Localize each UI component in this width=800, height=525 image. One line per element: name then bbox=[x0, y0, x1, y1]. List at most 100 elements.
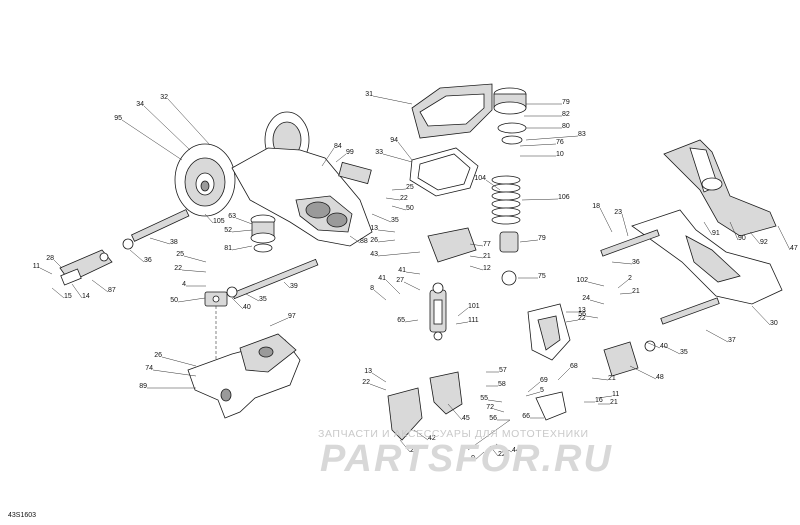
leader-line bbox=[335, 153, 347, 163]
callout-number: 47 bbox=[790, 245, 798, 252]
callout-number: 81 bbox=[224, 245, 232, 252]
leader-line bbox=[611, 261, 633, 265]
leader-line bbox=[373, 289, 387, 301]
leader-line bbox=[413, 429, 429, 441]
callout-number: 21 bbox=[608, 375, 616, 382]
leader-line bbox=[403, 281, 421, 291]
rear-support-block bbox=[603, 341, 639, 377]
rear-frame-arm bbox=[631, 209, 783, 305]
callout-number: 39 bbox=[290, 283, 298, 290]
leader-line bbox=[385, 197, 401, 201]
center-frame bbox=[231, 147, 373, 247]
callout-number: 69 bbox=[540, 377, 548, 384]
callout-number: 90 bbox=[738, 235, 746, 242]
callout-number: 106 bbox=[558, 194, 570, 201]
leader-line bbox=[167, 98, 211, 146]
leader-line bbox=[377, 251, 421, 257]
callout-number: 66 bbox=[522, 413, 530, 420]
intake-gasket bbox=[409, 147, 479, 197]
leader-line bbox=[372, 95, 413, 105]
valve-unit bbox=[499, 231, 519, 286]
callout-number: 31 bbox=[365, 91, 373, 98]
callout-number: 11 bbox=[33, 263, 40, 270]
leader-line bbox=[587, 281, 605, 287]
rear-shafts bbox=[600, 229, 720, 352]
leader-line bbox=[321, 147, 335, 167]
leader-line bbox=[469, 243, 484, 247]
leader-line bbox=[231, 245, 253, 251]
callout-number: 38 bbox=[170, 239, 178, 246]
callout-number: 35 bbox=[680, 349, 688, 356]
callout-number: 91 bbox=[712, 230, 720, 237]
leader-line bbox=[245, 293, 260, 302]
leader-line bbox=[397, 141, 413, 161]
callout-number: 42 bbox=[428, 435, 436, 442]
leader-line bbox=[391, 205, 407, 211]
callout-number: 11 bbox=[612, 391, 619, 398]
leader-line bbox=[53, 259, 63, 269]
leader-line bbox=[51, 287, 65, 299]
callout-number: 26 bbox=[370, 237, 378, 244]
callout-number: 9 bbox=[471, 455, 475, 462]
callout-number: 79 bbox=[562, 99, 570, 106]
callout-number: 22 bbox=[498, 451, 506, 458]
leader-line bbox=[349, 235, 361, 244]
leader-line bbox=[177, 297, 206, 303]
leader-line bbox=[525, 391, 541, 397]
callout-number: 13 bbox=[370, 225, 378, 232]
leader-line bbox=[235, 217, 253, 225]
callout-number: 8 bbox=[370, 285, 374, 292]
callout-number: 87 bbox=[108, 287, 116, 294]
leader-line bbox=[585, 315, 599, 319]
callout-number: 24 bbox=[582, 295, 590, 302]
callout-number: 75 bbox=[538, 273, 546, 280]
callout-number: 57 bbox=[499, 367, 507, 374]
callout-number: 37 bbox=[728, 337, 736, 344]
leader-line bbox=[645, 341, 661, 349]
leader-line bbox=[91, 279, 109, 293]
callout-number: 88 bbox=[360, 238, 368, 245]
valve-cover bbox=[411, 83, 493, 139]
leader-line bbox=[619, 292, 633, 295]
leader-line bbox=[729, 221, 739, 241]
callout-number: 27 bbox=[396, 277, 404, 284]
callout-number: 111 bbox=[468, 317, 479, 324]
watermark-logo: PARTSFOR.RU bbox=[320, 438, 613, 480]
callout-number: 48 bbox=[656, 374, 664, 381]
leader-line bbox=[703, 221, 713, 236]
callout-number: 35 bbox=[391, 217, 399, 224]
callout-number: 79 bbox=[538, 235, 546, 242]
callout-number: 33 bbox=[375, 149, 383, 156]
callout-number: 80 bbox=[562, 123, 570, 130]
leader-line bbox=[591, 377, 609, 381]
drive-coupler bbox=[59, 249, 113, 286]
diagram-code: 43S1603 bbox=[8, 512, 37, 519]
callout-number: 77 bbox=[483, 241, 491, 248]
callout-number: 55 bbox=[480, 395, 488, 402]
leader-line bbox=[143, 105, 191, 151]
callout-number: 44 bbox=[512, 447, 520, 454]
callout-number: 56 bbox=[578, 311, 586, 318]
callout-number: 21 bbox=[632, 288, 640, 295]
leader-line bbox=[565, 319, 579, 323]
callout-number: 10 bbox=[556, 151, 564, 158]
leader-line bbox=[369, 383, 387, 391]
callout-number: 58 bbox=[498, 381, 506, 388]
leader-line bbox=[404, 319, 419, 323]
callout-number: 14 bbox=[82, 293, 90, 300]
callout-number: 30 bbox=[770, 320, 778, 327]
leader-line bbox=[377, 229, 396, 233]
coupler-shaft bbox=[122, 209, 319, 300]
leader-line bbox=[621, 213, 629, 237]
leader-line bbox=[181, 269, 207, 273]
callout-number: 95 bbox=[114, 115, 122, 122]
lower-brackets bbox=[387, 371, 567, 451]
callout-number: 26 bbox=[154, 352, 162, 359]
callout-number: 105 bbox=[213, 218, 225, 225]
leader-line bbox=[152, 369, 197, 377]
right-bracket bbox=[527, 303, 571, 361]
callout-number: 32 bbox=[160, 94, 168, 101]
callout-number: 63 bbox=[228, 213, 236, 220]
leader-line bbox=[663, 345, 681, 355]
